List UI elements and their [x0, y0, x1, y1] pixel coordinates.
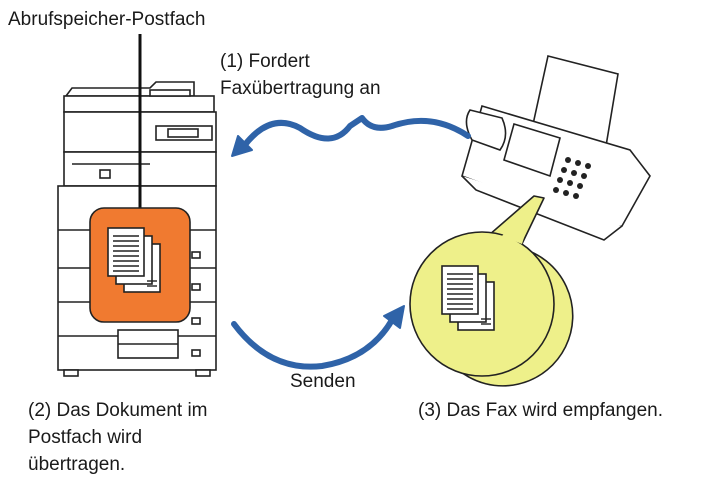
received-documents-icon	[441, 265, 495, 331]
fax-machine-icon	[461, 55, 651, 241]
transfer-label-line2: Postfach wird	[28, 427, 143, 448]
request-arrow	[231, 115, 471, 157]
polling-mailbox	[89, 207, 191, 323]
request-label: (1) Fordert Faxübertragung an	[220, 48, 381, 102]
received-fax-bubble	[409, 195, 574, 387]
send-arrow	[231, 305, 405, 370]
request-label-line2: Faxübertragung an	[220, 78, 381, 99]
transfer-label-line3: übertragen.	[28, 454, 126, 475]
transfer-label-line1: (2) Das Dokument im	[28, 400, 208, 421]
polling-mailbox-label: Abrufspeicher-Postfach	[8, 9, 206, 30]
request-label-line1: (1) Fordert	[220, 51, 310, 72]
mailbox-documents-icon	[107, 227, 161, 293]
send-label: Senden	[290, 371, 356, 392]
transfer-label: (2) Das Dokument im Postfach wird übertr…	[28, 397, 208, 478]
received-label: (3) Das Fax wird empfangen.	[418, 400, 663, 421]
